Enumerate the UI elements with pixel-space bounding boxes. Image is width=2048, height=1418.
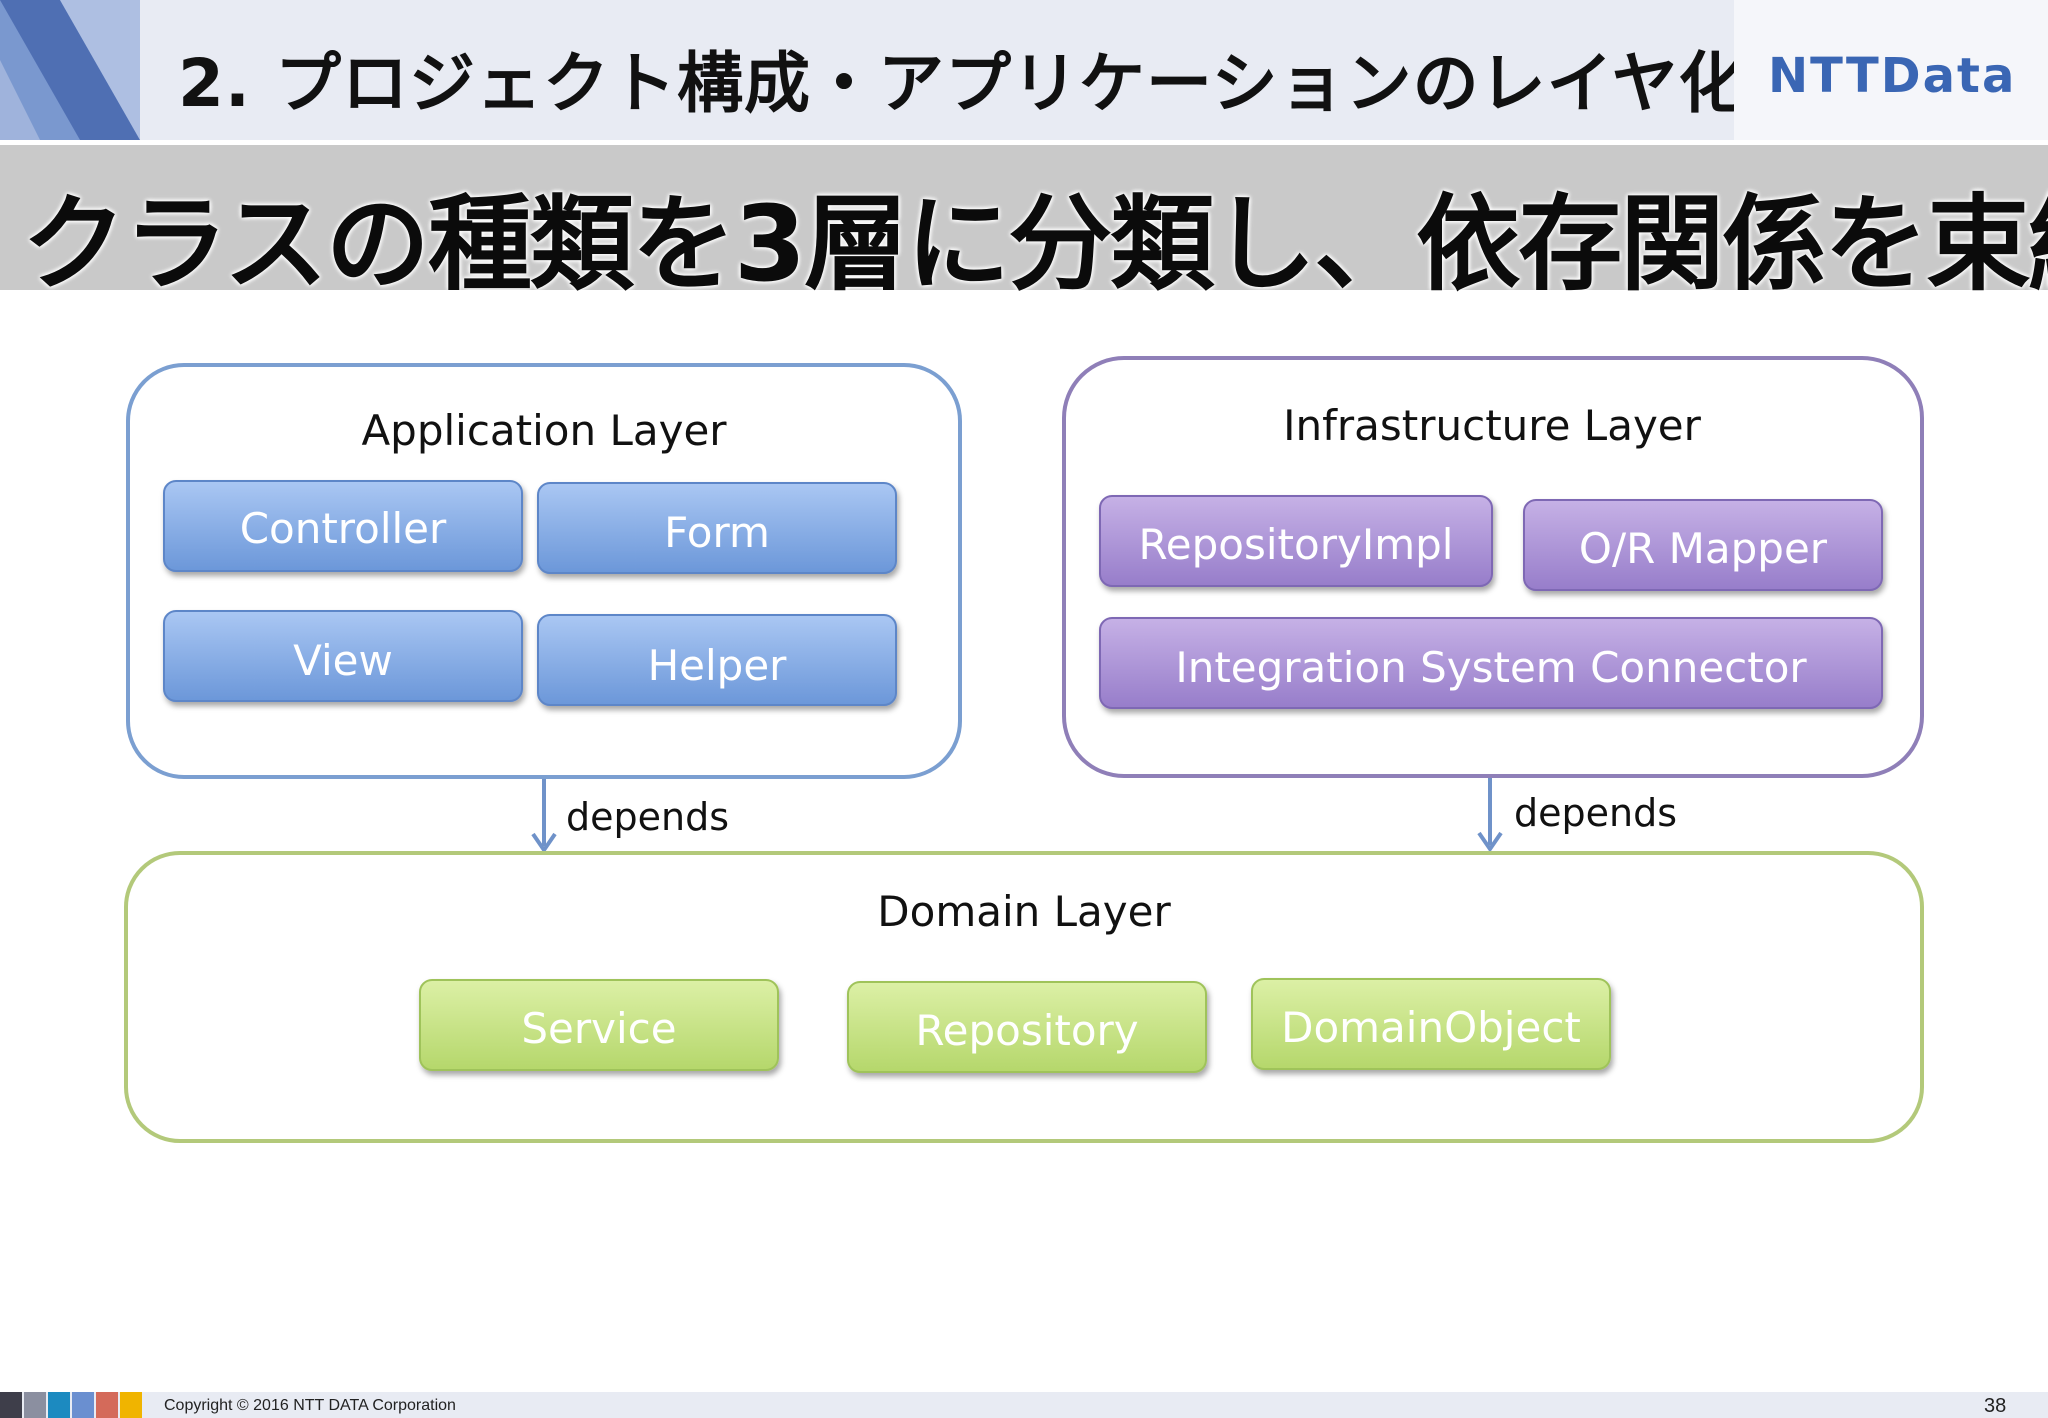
component-service-label: Service [521, 1004, 676, 1053]
application-layer: Application Layer Controller Form View H… [126, 363, 962, 779]
infrastructure-layer-title: Infrastructure Layer [1283, 401, 1702, 450]
logo-area: NTTData [1734, 0, 2048, 140]
footer-stripe [24, 1392, 46, 1418]
component-controller: Controller [163, 480, 523, 572]
component-helper: Helper [537, 614, 897, 706]
section-title: 2. プロジェクト構成・アプリケーションのレイヤ化 [178, 45, 1746, 122]
arrow-infrastructure-label: depends [1514, 791, 1677, 835]
component-view-label: View [293, 636, 393, 685]
component-or-mapper-label: O/R Mapper [1579, 524, 1828, 573]
arrow-application-to-domain: depends [531, 779, 729, 854]
arrow-infrastructure-to-domain: depends [1477, 778, 1677, 853]
component-helper-label: Helper [648, 641, 788, 690]
ntt-data-logo: NTTData [1768, 48, 2017, 104]
footer-stripe [0, 1392, 22, 1418]
infrastructure-layer: Infrastructure Layer RepositoryImpl O/R … [1062, 356, 1924, 778]
component-domainobject-label: DomainObject [1281, 1003, 1581, 1052]
corner-decoration [0, 0, 140, 140]
component-view: View [163, 610, 523, 702]
component-integration-system-connector-label: Integration System Connector [1175, 643, 1807, 692]
headline-band: クラスの種類を3層に分類し、依存関係を束縛 [0, 145, 2048, 305]
component-domainobject: DomainObject [1251, 978, 1611, 1070]
page-number: 38 [1984, 1395, 2007, 1417]
component-form-label: Form [664, 508, 770, 557]
headline: クラスの種類を3層に分類し、依存関係を束縛 [22, 183, 2048, 305]
footer-stripe [120, 1392, 142, 1418]
header-bar: 2. プロジェクト構成・アプリケーションのレイヤ化 NTTData [0, 0, 2048, 140]
footer-stripe [48, 1392, 70, 1418]
component-service: Service [419, 979, 779, 1071]
component-repositoryimpl-label: RepositoryImpl [1139, 520, 1454, 569]
domain-layer-title: Domain Layer [877, 887, 1171, 936]
application-layer-title: Application Layer [361, 406, 727, 455]
component-form: Form [537, 482, 897, 574]
footer-stripe [72, 1392, 94, 1418]
domain-layer: Domain Layer Service Repository DomainOb… [124, 851, 1924, 1143]
component-integration-system-connector: Integration System Connector [1099, 617, 1883, 709]
copyright-text: Copyright © 2016 NTT DATA Corporation [164, 1397, 456, 1414]
component-repository: Repository [847, 981, 1207, 1073]
arrow-head-icon [531, 832, 557, 854]
component-controller-label: Controller [240, 504, 447, 553]
component-repository-label: Repository [915, 1006, 1138, 1055]
component-repositoryimpl: RepositoryImpl [1099, 495, 1493, 587]
footer-stripe [96, 1392, 118, 1418]
component-or-mapper: O/R Mapper [1523, 499, 1883, 591]
arrow-head-icon [1477, 831, 1503, 853]
arrow-application-label: depends [566, 795, 729, 839]
footer-bar [0, 1392, 2048, 1418]
